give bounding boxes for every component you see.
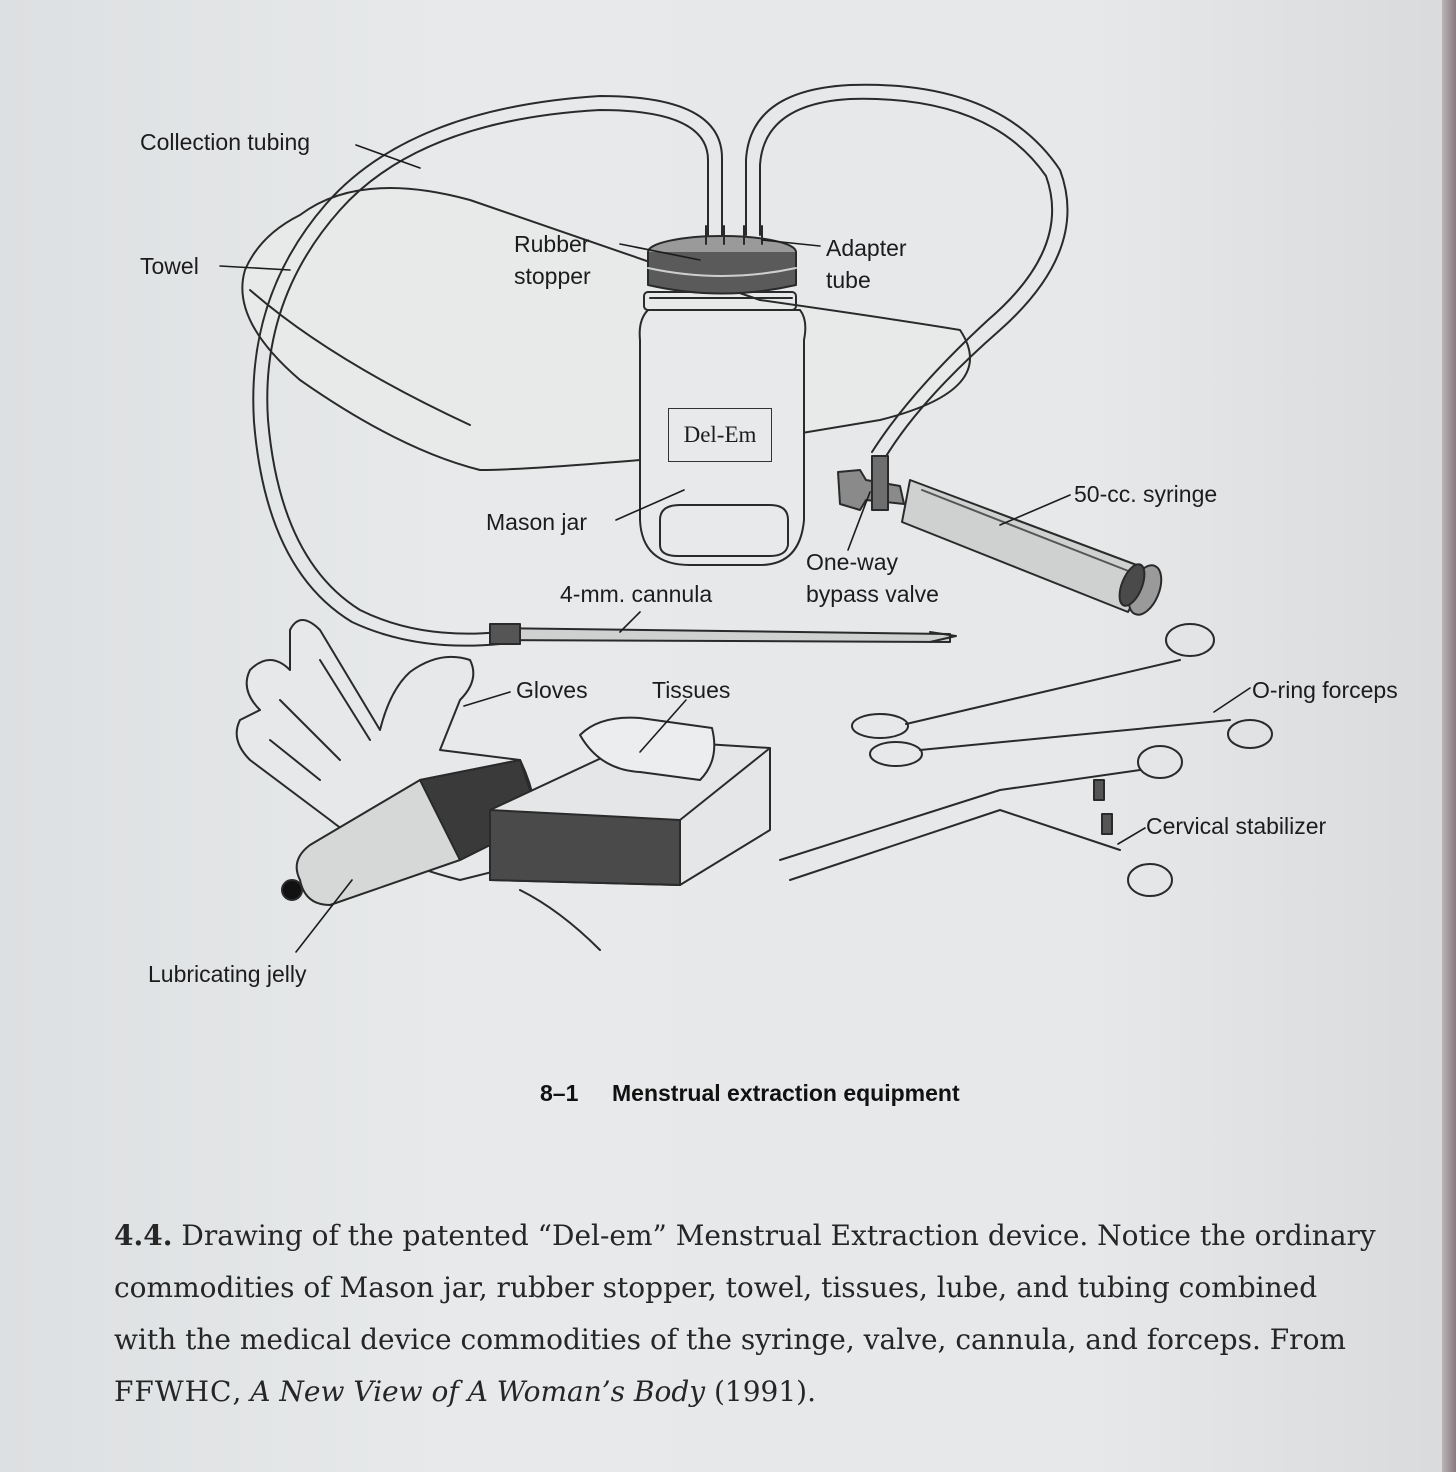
label-towel: Towel [140,253,199,279]
book-caption: 4.4. Drawing of the patented “Del-em” Me… [114,1210,1444,1418]
figure-title: Menstrual extraction equipment [612,1080,960,1106]
label-o-ring-forceps: O-ring forceps [1252,677,1398,703]
caption-line-3: with the medical device commodities of t… [114,1323,1346,1356]
towel-drawing [241,187,971,471]
label-syringe: 50-cc. syringe [1074,481,1218,507]
caption-text-1: Drawing of the patented “Del-em” Menstru… [181,1219,1376,1252]
label-cannula: 4-mm. cannula [560,581,713,607]
label-lubricating-jelly: Lubricating jelly [148,961,307,987]
label-tissues: Tissues [652,677,731,703]
caption-line-2: commodities of Mason jar, rubber stopper… [114,1271,1318,1304]
cannula-drawing [489,623,957,645]
label-mason-jar: Mason jar [486,509,587,535]
mason-jar-drawing [638,225,807,566]
caption-source-year: (1991). [705,1375,816,1408]
tissues-box-drawing [489,716,771,951]
caption-number: 4.4. [114,1219,173,1252]
caption-line-4: FFWHC, A New View of A Woman’s Body (199… [114,1366,1444,1418]
cervical-stabilizer-drawing [779,745,1183,897]
syringe-drawing [837,455,1163,616]
collection-tubing-drawing [252,95,723,647]
label-gloves: Gloves [516,677,588,703]
jar-brand-label: Del-Em [668,408,772,462]
caption-line-1: 4.4. Drawing of the patented “Del-em” Me… [114,1210,1444,1262]
label-collection-tubing: Collection tubing [140,129,311,155]
caption-source-sep: , [232,1375,251,1408]
figure-number: 8–1 [540,1080,579,1106]
adapter-tubing-drawing [745,83,1069,459]
label-adapter-tube: Adapter tube [826,235,907,293]
caption-source-org: FFWHC [114,1375,233,1408]
label-cervical-stabilizer: Cervical stabilizer [1146,813,1327,839]
o-ring-forceps-drawing [851,623,1273,767]
label-bypass-valve: One-way bypass valve [806,549,939,607]
label-rubber-stopper: Rubber stopper [514,231,591,289]
label-leader-lines [219,144,1251,953]
caption-source-title: A New View of A Woman’s Body [250,1375,706,1408]
page-edge [1442,0,1456,1472]
